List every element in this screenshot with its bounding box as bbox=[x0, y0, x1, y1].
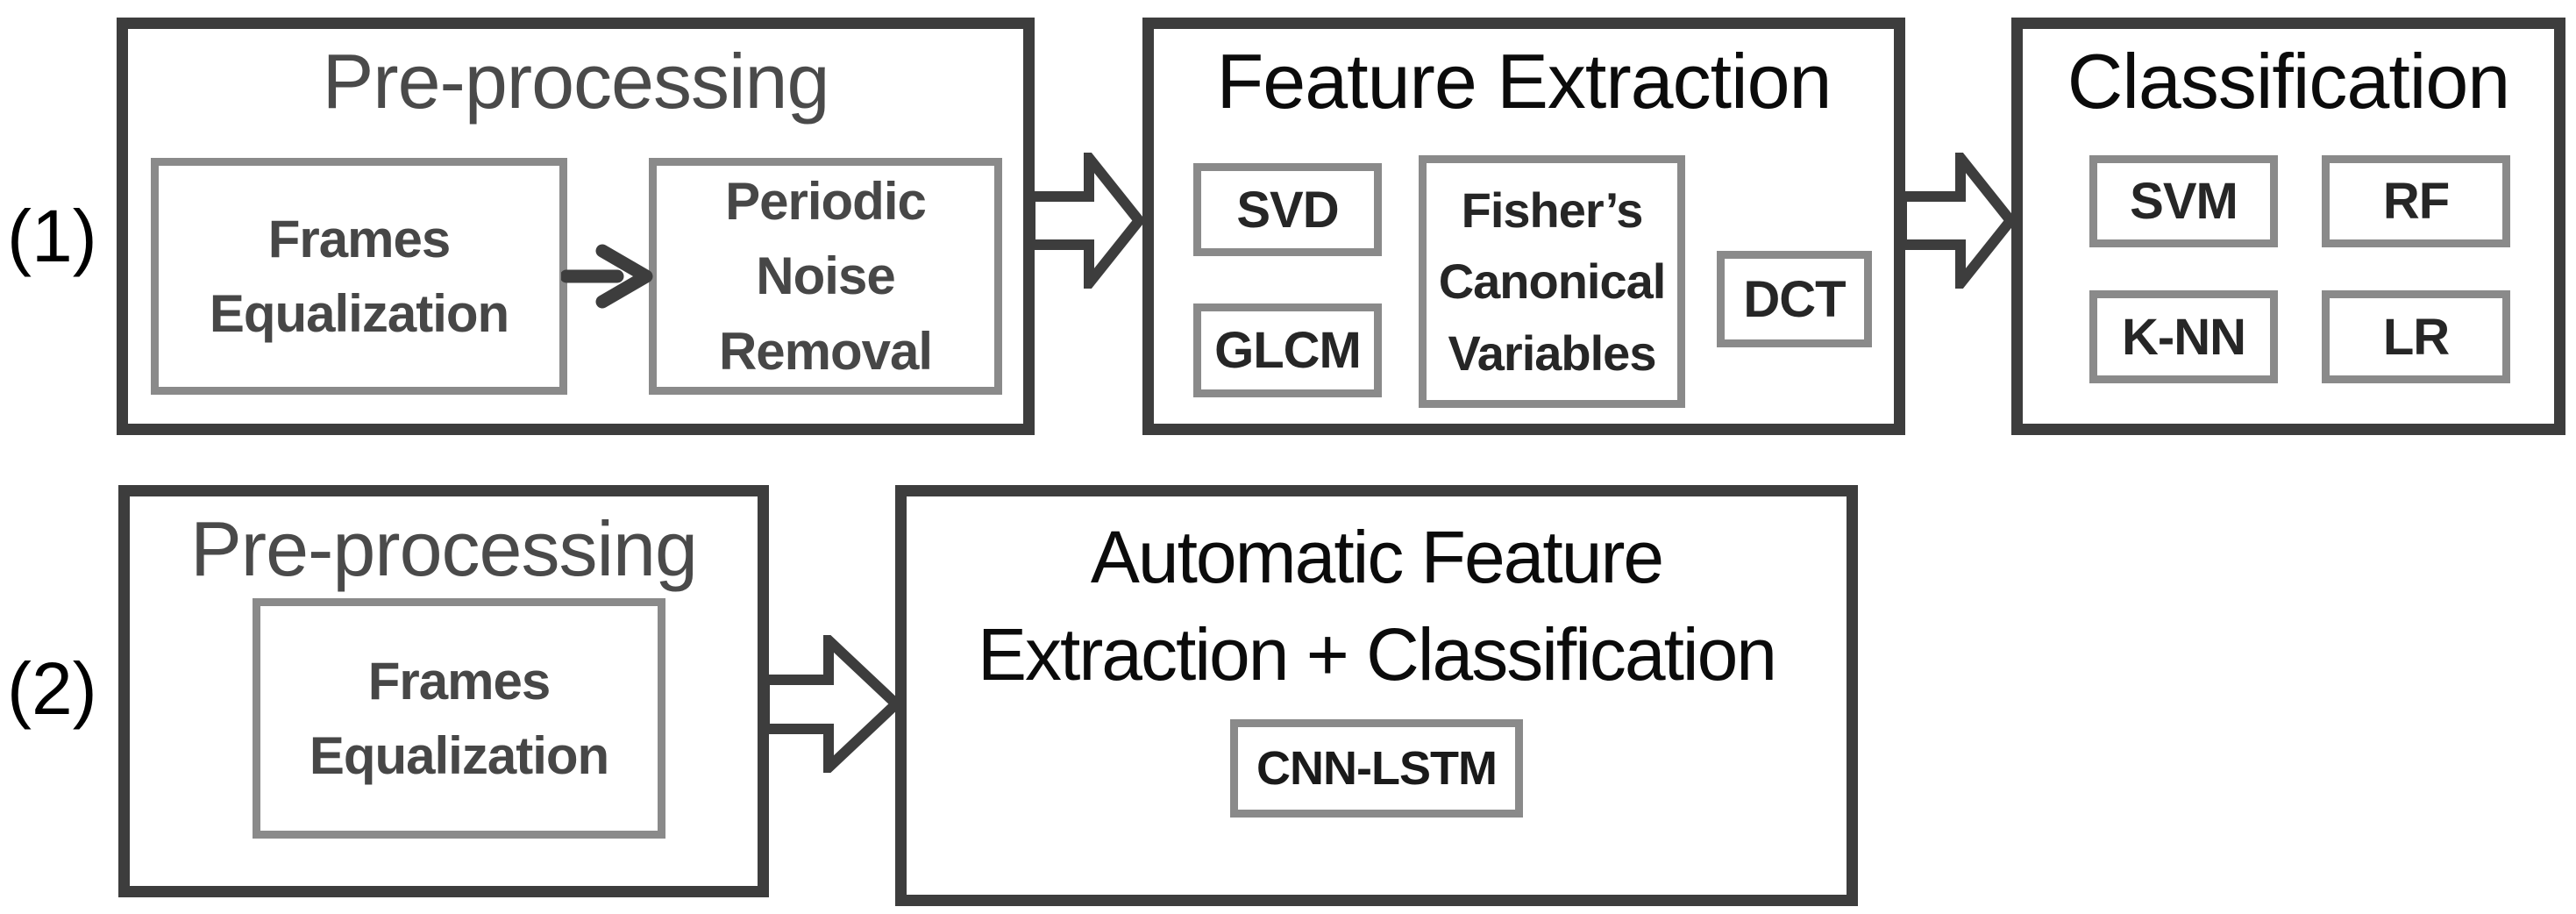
periodic-noise-removal-box: Periodic Noise Removal bbox=[649, 158, 1002, 395]
classification-box: Classification SVM RF K-NN LR bbox=[2011, 18, 2565, 435]
fisher-line3: Variables bbox=[1448, 325, 1657, 381]
periodic-noise-line3: Removal bbox=[718, 321, 933, 381]
frames-equalization-1-box: Frames Equalization bbox=[151, 158, 567, 395]
svm-box: SVM bbox=[2089, 155, 2278, 247]
cnn-lstm-label: CNN-LSTM bbox=[1256, 742, 1498, 795]
dct-box: DCT bbox=[1717, 251, 1872, 347]
frames-equalization-2-label: Frames Equalization bbox=[309, 644, 609, 793]
lr-box: LR bbox=[2322, 290, 2510, 383]
block-arrow-right-icon bbox=[762, 635, 900, 773]
svd-label: SVD bbox=[1236, 181, 1339, 239]
pipeline-1-label: (1) bbox=[7, 195, 97, 277]
frames-equalization-1-line1: Frames bbox=[267, 209, 451, 268]
fisher-line2: Canonical bbox=[1438, 253, 1667, 310]
block-arrow-right-icon bbox=[1028, 153, 1143, 289]
frames-equalization-2-line1: Frames bbox=[367, 651, 551, 710]
frames-equalization-1-line2: Equalization bbox=[209, 284, 509, 343]
periodic-noise-removal-label: Periodic Noise Removal bbox=[718, 164, 933, 389]
rf-label: RF bbox=[2382, 173, 2450, 230]
feature-extraction-box: Feature Extraction SVD GLCM Fisher’s Can… bbox=[1142, 18, 1905, 435]
frames-equalization-1-label: Frames Equalization bbox=[210, 202, 509, 351]
knn-label: K-NN bbox=[2122, 308, 2246, 366]
fisher-line1: Fisher’s bbox=[1461, 182, 1644, 239]
frames-equalization-2-line2: Equalization bbox=[309, 726, 609, 785]
auto-title-line2: Extraction + Classification bbox=[977, 612, 1777, 696]
automatic-feature-extraction-classification-box: Automatic Feature Extraction + Classific… bbox=[895, 485, 1858, 906]
arrow-right-icon bbox=[561, 244, 653, 309]
dct-label: DCT bbox=[1743, 270, 1846, 328]
automatic-feature-extraction-classification-title: Automatic Feature Extraction + Classific… bbox=[907, 509, 1847, 703]
rf-box: RF bbox=[2322, 155, 2510, 247]
preprocessing-1-box: Pre-processing Frames Equalization Perio… bbox=[117, 18, 1035, 435]
preprocessing-2-box: Pre-processing Frames Equalization bbox=[118, 485, 769, 897]
block-arrow-right-icon bbox=[1899, 153, 2015, 289]
preprocessing-2-title: Pre-processing bbox=[190, 505, 698, 592]
svm-label: SVM bbox=[2130, 173, 2238, 230]
lr-label: LR bbox=[2382, 308, 2450, 366]
periodic-noise-line2: Noise bbox=[756, 246, 895, 306]
pipeline-2-label: (2) bbox=[7, 647, 97, 730]
preprocessing-1-title: Pre-processing bbox=[322, 38, 830, 125]
glcm-box: GLCM bbox=[1193, 303, 1382, 397]
periodic-noise-line1: Periodic bbox=[725, 172, 927, 232]
auto-title-line1: Automatic Feature bbox=[1090, 516, 1664, 598]
classification-title: Classification bbox=[2067, 38, 2510, 125]
frames-equalization-2-box: Frames Equalization bbox=[253, 598, 665, 839]
fisher-canonical-variables-label: Fisher’s Canonical Variables bbox=[1438, 175, 1667, 389]
cnn-lstm-box: CNN-LSTM bbox=[1230, 719, 1523, 818]
glcm-label: GLCM bbox=[1214, 322, 1362, 379]
knn-box: K-NN bbox=[2089, 290, 2278, 383]
fisher-canonical-variables-box: Fisher’s Canonical Variables bbox=[1419, 155, 1685, 408]
svd-box: SVD bbox=[1193, 163, 1382, 256]
feature-extraction-title: Feature Extraction bbox=[1216, 38, 1832, 125]
